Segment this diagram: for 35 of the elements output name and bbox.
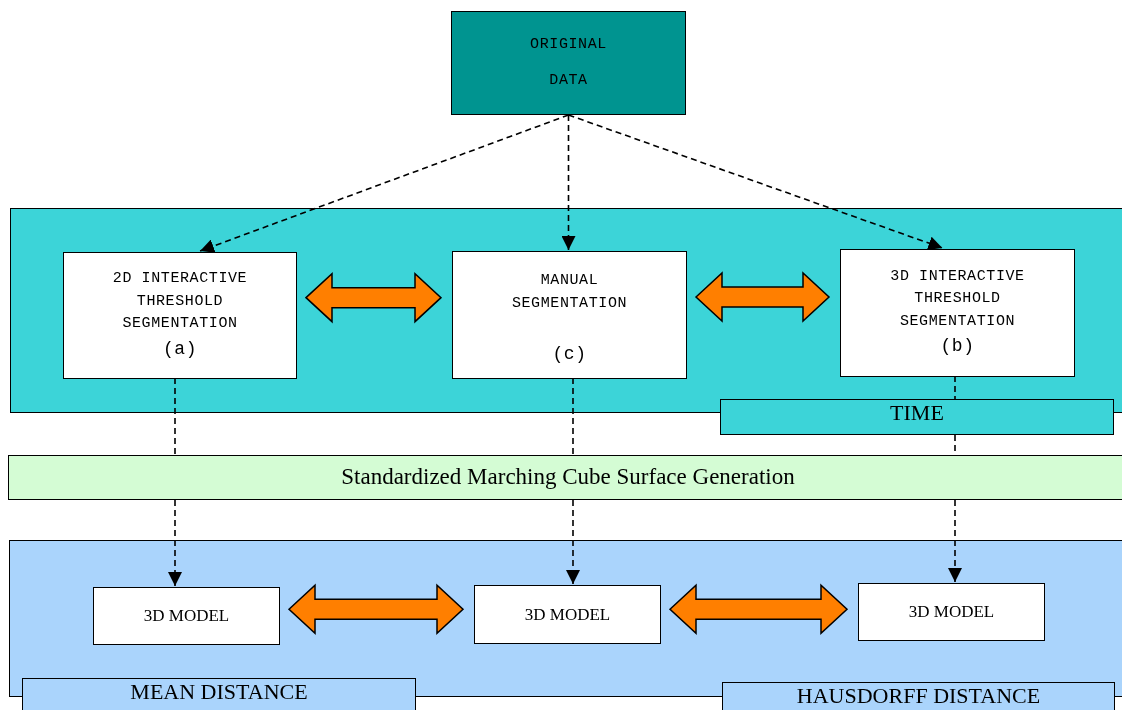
index-label: (b) (940, 335, 975, 359)
double-arrow (694, 271, 831, 323)
arrow (561, 114, 576, 251)
arrow (567, 114, 944, 250)
label-bar (722, 682, 1115, 710)
process-band (8, 455, 1122, 500)
box-label: Standardized Marching Cube Surface Generation (341, 464, 795, 491)
label-bar (22, 678, 416, 710)
box-label: TIME (890, 400, 944, 426)
box-label: 2D INTERACTIVE THRESHOLD SEGMENTATION (111, 269, 249, 335)
box-label: 3D MODEL (524, 604, 611, 625)
data-box (451, 11, 686, 115)
label-bar (720, 399, 1114, 435)
model-box (858, 583, 1045, 641)
box-label: MANUAL SEGMENTATION (510, 271, 629, 314)
box-label: 3D MODEL (908, 602, 995, 622)
index-label: (a) (162, 337, 198, 361)
model-box (93, 587, 280, 645)
box-label: MEAN DISTANCE (130, 679, 308, 705)
box-label: HAUSDORFF DISTANCE (796, 683, 1041, 709)
process-box (840, 249, 1075, 377)
arrow (566, 499, 580, 585)
process-box (452, 251, 687, 379)
arrow (168, 499, 182, 587)
box-label: 3D MODEL (143, 606, 230, 626)
box-label: 3D INTERACTIVE THRESHOLD SEGMENTATION (889, 266, 1026, 332)
double-arrow (304, 271, 443, 324)
arrow (948, 499, 962, 583)
double-arrow (668, 583, 849, 636)
box-label: ORIGINAL DATA (529, 35, 608, 91)
index-label: (c) (552, 343, 587, 366)
process-box (63, 252, 297, 379)
arrow (199, 114, 570, 253)
double-arrow (287, 583, 465, 635)
model-box (474, 585, 661, 644)
